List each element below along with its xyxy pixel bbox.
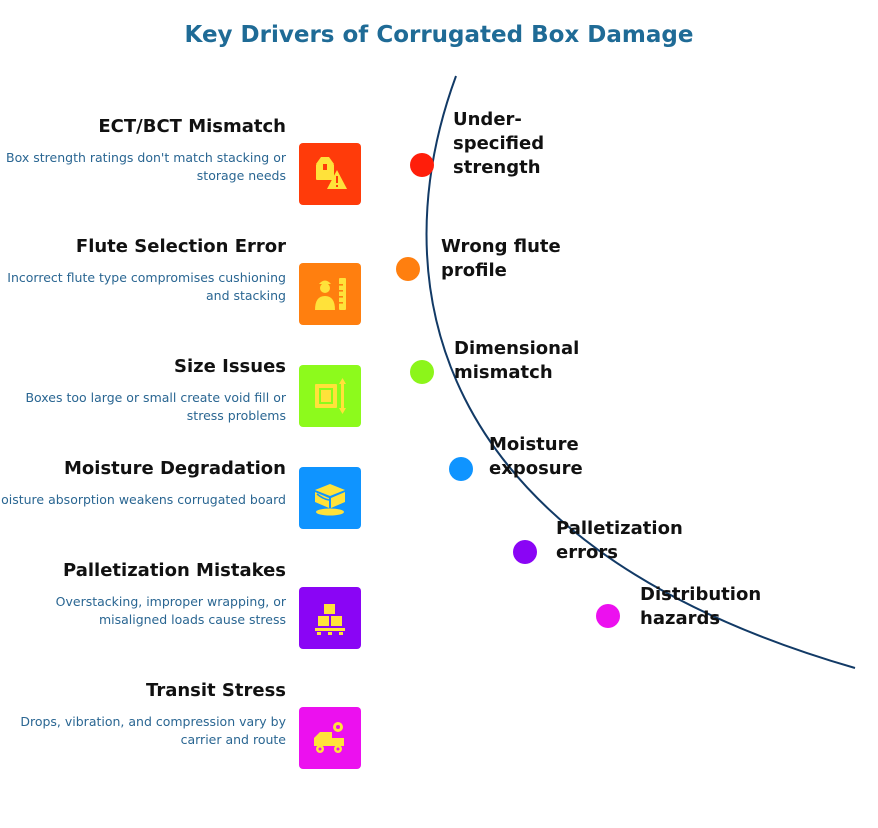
stage-dot-moisture-exposure xyxy=(449,457,473,481)
stage-dot-under-specified-strength xyxy=(410,153,434,177)
page-title: Key Drivers of Corrugated Box Damage xyxy=(184,22,694,48)
stage-label-palletization-errors: Palletization errors xyxy=(556,518,683,563)
stage-dot-wrong-flute-profile xyxy=(396,257,420,281)
stage-label-distribution-hazards: Distribution hazards xyxy=(640,584,762,629)
driver-title: Size Issues xyxy=(174,356,286,377)
stage-label-wrong-flute-profile: Wrong flute profile xyxy=(441,236,561,281)
driver-description: Moisture absorption weakens corrugated b… xyxy=(0,492,286,507)
wet-box-icon xyxy=(299,467,361,529)
stage-label-moisture-exposure: Moisture exposure xyxy=(489,434,583,479)
driver-palletization-mistakes: Palletization Mistakes Overstacking, imp… xyxy=(0,560,286,629)
driver-title: ECT/BCT Mismatch xyxy=(98,116,286,137)
driver-title: Transit Stress xyxy=(146,680,286,701)
driver-title: Flute Selection Error xyxy=(75,236,286,257)
stage-dot-palletization-errors xyxy=(513,540,537,564)
driver-transit-stress: Transit Stress Drops, vibration, and com… xyxy=(0,680,286,749)
driver-description: Boxes too large or small create void fil… xyxy=(25,390,286,423)
driver-moisture-degradation: Moisture Degradation Moisture absorption… xyxy=(0,458,286,509)
driver-title: Moisture Degradation xyxy=(64,458,286,479)
driver-flute-selection-error: Flute Selection Error Incorrect flute ty… xyxy=(0,236,286,305)
driver-description: Box strength ratings don't match stackin… xyxy=(6,150,286,183)
driver-description: Overstacking, improper wrapping, or misa… xyxy=(55,594,286,627)
box-measure-icon xyxy=(299,365,361,427)
stage-dot-dimensional-mismatch xyxy=(410,360,434,384)
stage-label-under-specified-strength: Under- specified strength xyxy=(453,109,545,178)
driver-description: Drops, vibration, and compression vary b… xyxy=(20,714,286,747)
worker-ruler-icon xyxy=(299,263,361,325)
truck-gear-icon xyxy=(299,707,361,769)
driver-size-issues: Size Issues Boxes too large or small cre… xyxy=(0,356,286,425)
driver-title: Palletization Mistakes xyxy=(63,560,286,581)
box-warning-icon xyxy=(299,143,361,205)
pallet-boxes-icon xyxy=(299,587,361,649)
driver-ect-bct-mismatch: ECT/BCT Mismatch Box strength ratings do… xyxy=(0,116,286,185)
stage-dot-distribution-hazards xyxy=(596,604,620,628)
driver-description: Incorrect flute type compromises cushion… xyxy=(7,270,286,303)
stage-label-dimensional-mismatch: Dimensional mismatch xyxy=(454,338,580,383)
